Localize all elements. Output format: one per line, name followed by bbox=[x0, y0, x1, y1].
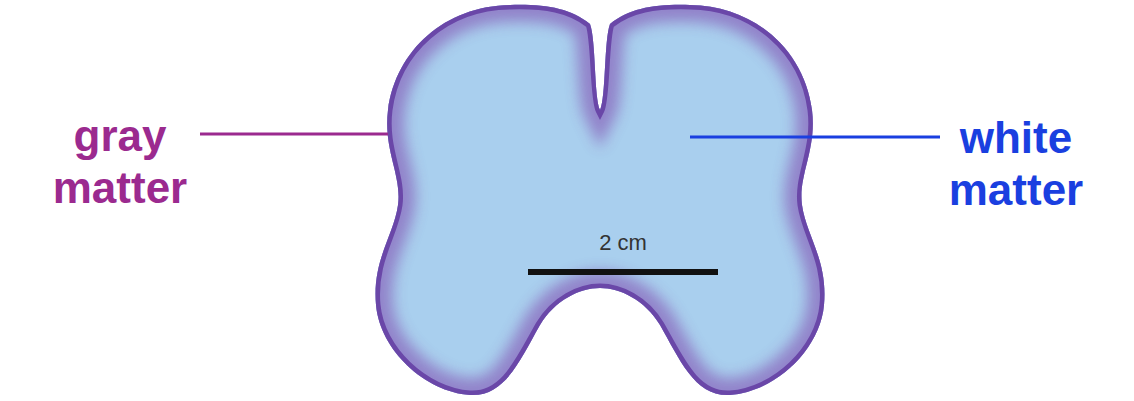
gray-matter-band bbox=[376, 5, 825, 395]
cord-cross-section bbox=[376, 5, 825, 395]
gray-matter-leader bbox=[200, 133, 388, 136]
scale-bar bbox=[528, 269, 718, 275]
white-matter-leader bbox=[690, 136, 940, 139]
white-matter-fill bbox=[376, 5, 825, 395]
region-label: white matter bbox=[905, 112, 1127, 216]
region-label: gray matter bbox=[5, 110, 235, 214]
gray-matter-edge bbox=[376, 5, 825, 395]
scale-label: 2 cm bbox=[599, 230, 647, 256]
